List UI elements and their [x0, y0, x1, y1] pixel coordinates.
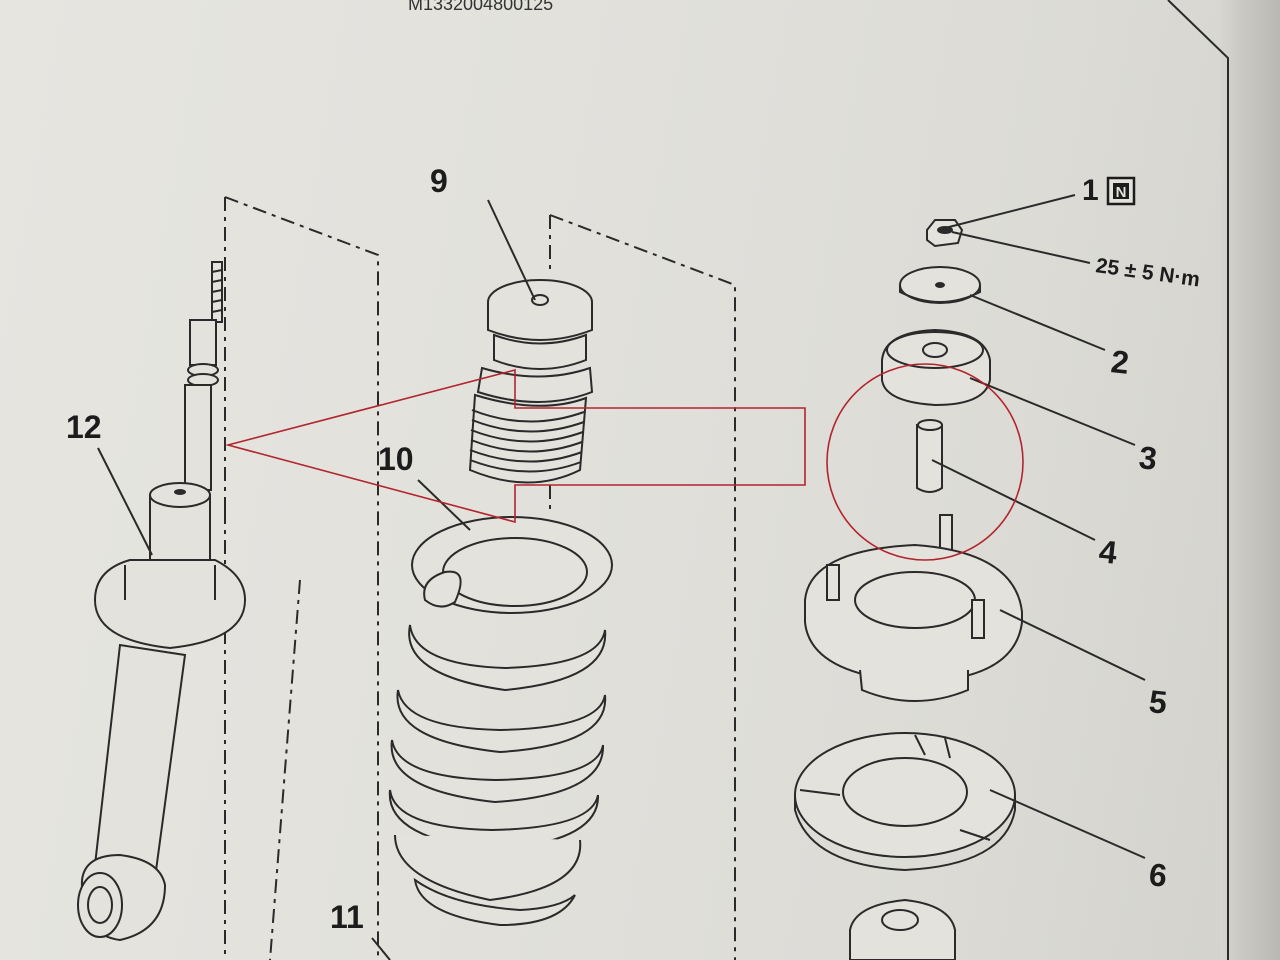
leader-10 — [417, 479, 471, 531]
assembly-line-9-10 — [549, 214, 736, 960]
label-part-5: 5 — [1147, 683, 1168, 721]
leader-4 — [931, 459, 1096, 541]
leader-11 — [371, 937, 391, 960]
svg-text:N: N — [1116, 184, 1127, 201]
label-part-10: 10 — [378, 441, 414, 477]
shock-absorber — [77, 261, 247, 942]
upper-insulator — [804, 514, 1023, 702]
assembly-line-12 — [224, 196, 379, 960]
document-code: M1332004800125 — [408, 0, 553, 14]
label-part-4: 4 — [1097, 533, 1119, 571]
leader-12 — [97, 447, 153, 556]
bump-stop — [468, 279, 594, 484]
label-part-9: 9 — [430, 163, 448, 199]
leader-2 — [969, 294, 1106, 351]
label-part-1: 1 — [1082, 174, 1099, 207]
red-arrow-annotation — [224, 368, 806, 524]
assembly-line-left-bottom — [269, 579, 301, 960]
page-corner-line — [1167, 0, 1229, 960]
washer — [899, 266, 981, 304]
leader-3 — [969, 377, 1136, 446]
leader-torque — [951, 231, 1091, 264]
new-part-badge: N — [1106, 176, 1136, 206]
lower-bumper-partial — [849, 898, 956, 960]
page-edge — [1220, 0, 1280, 960]
upper-mount-ring — [881, 328, 991, 407]
spring-seat-insulator — [794, 732, 1016, 872]
label-part-2: 2 — [1109, 343, 1130, 381]
red-circle-annotation — [826, 363, 1024, 561]
torque-spec: 25 ± 5 N·m — [1094, 254, 1201, 291]
leader-5 — [999, 609, 1146, 681]
collar-sleeve — [916, 419, 943, 493]
label-part-11: 11 — [330, 899, 364, 935]
label-part-3: 3 — [1137, 439, 1158, 477]
coil-spring — [388, 516, 613, 927]
leader-9 — [487, 199, 536, 301]
label-part-6: 6 — [1147, 856, 1168, 894]
label-part-12: 12 — [66, 409, 102, 445]
leader-6 — [989, 789, 1146, 859]
leader-1 — [944, 194, 1076, 229]
